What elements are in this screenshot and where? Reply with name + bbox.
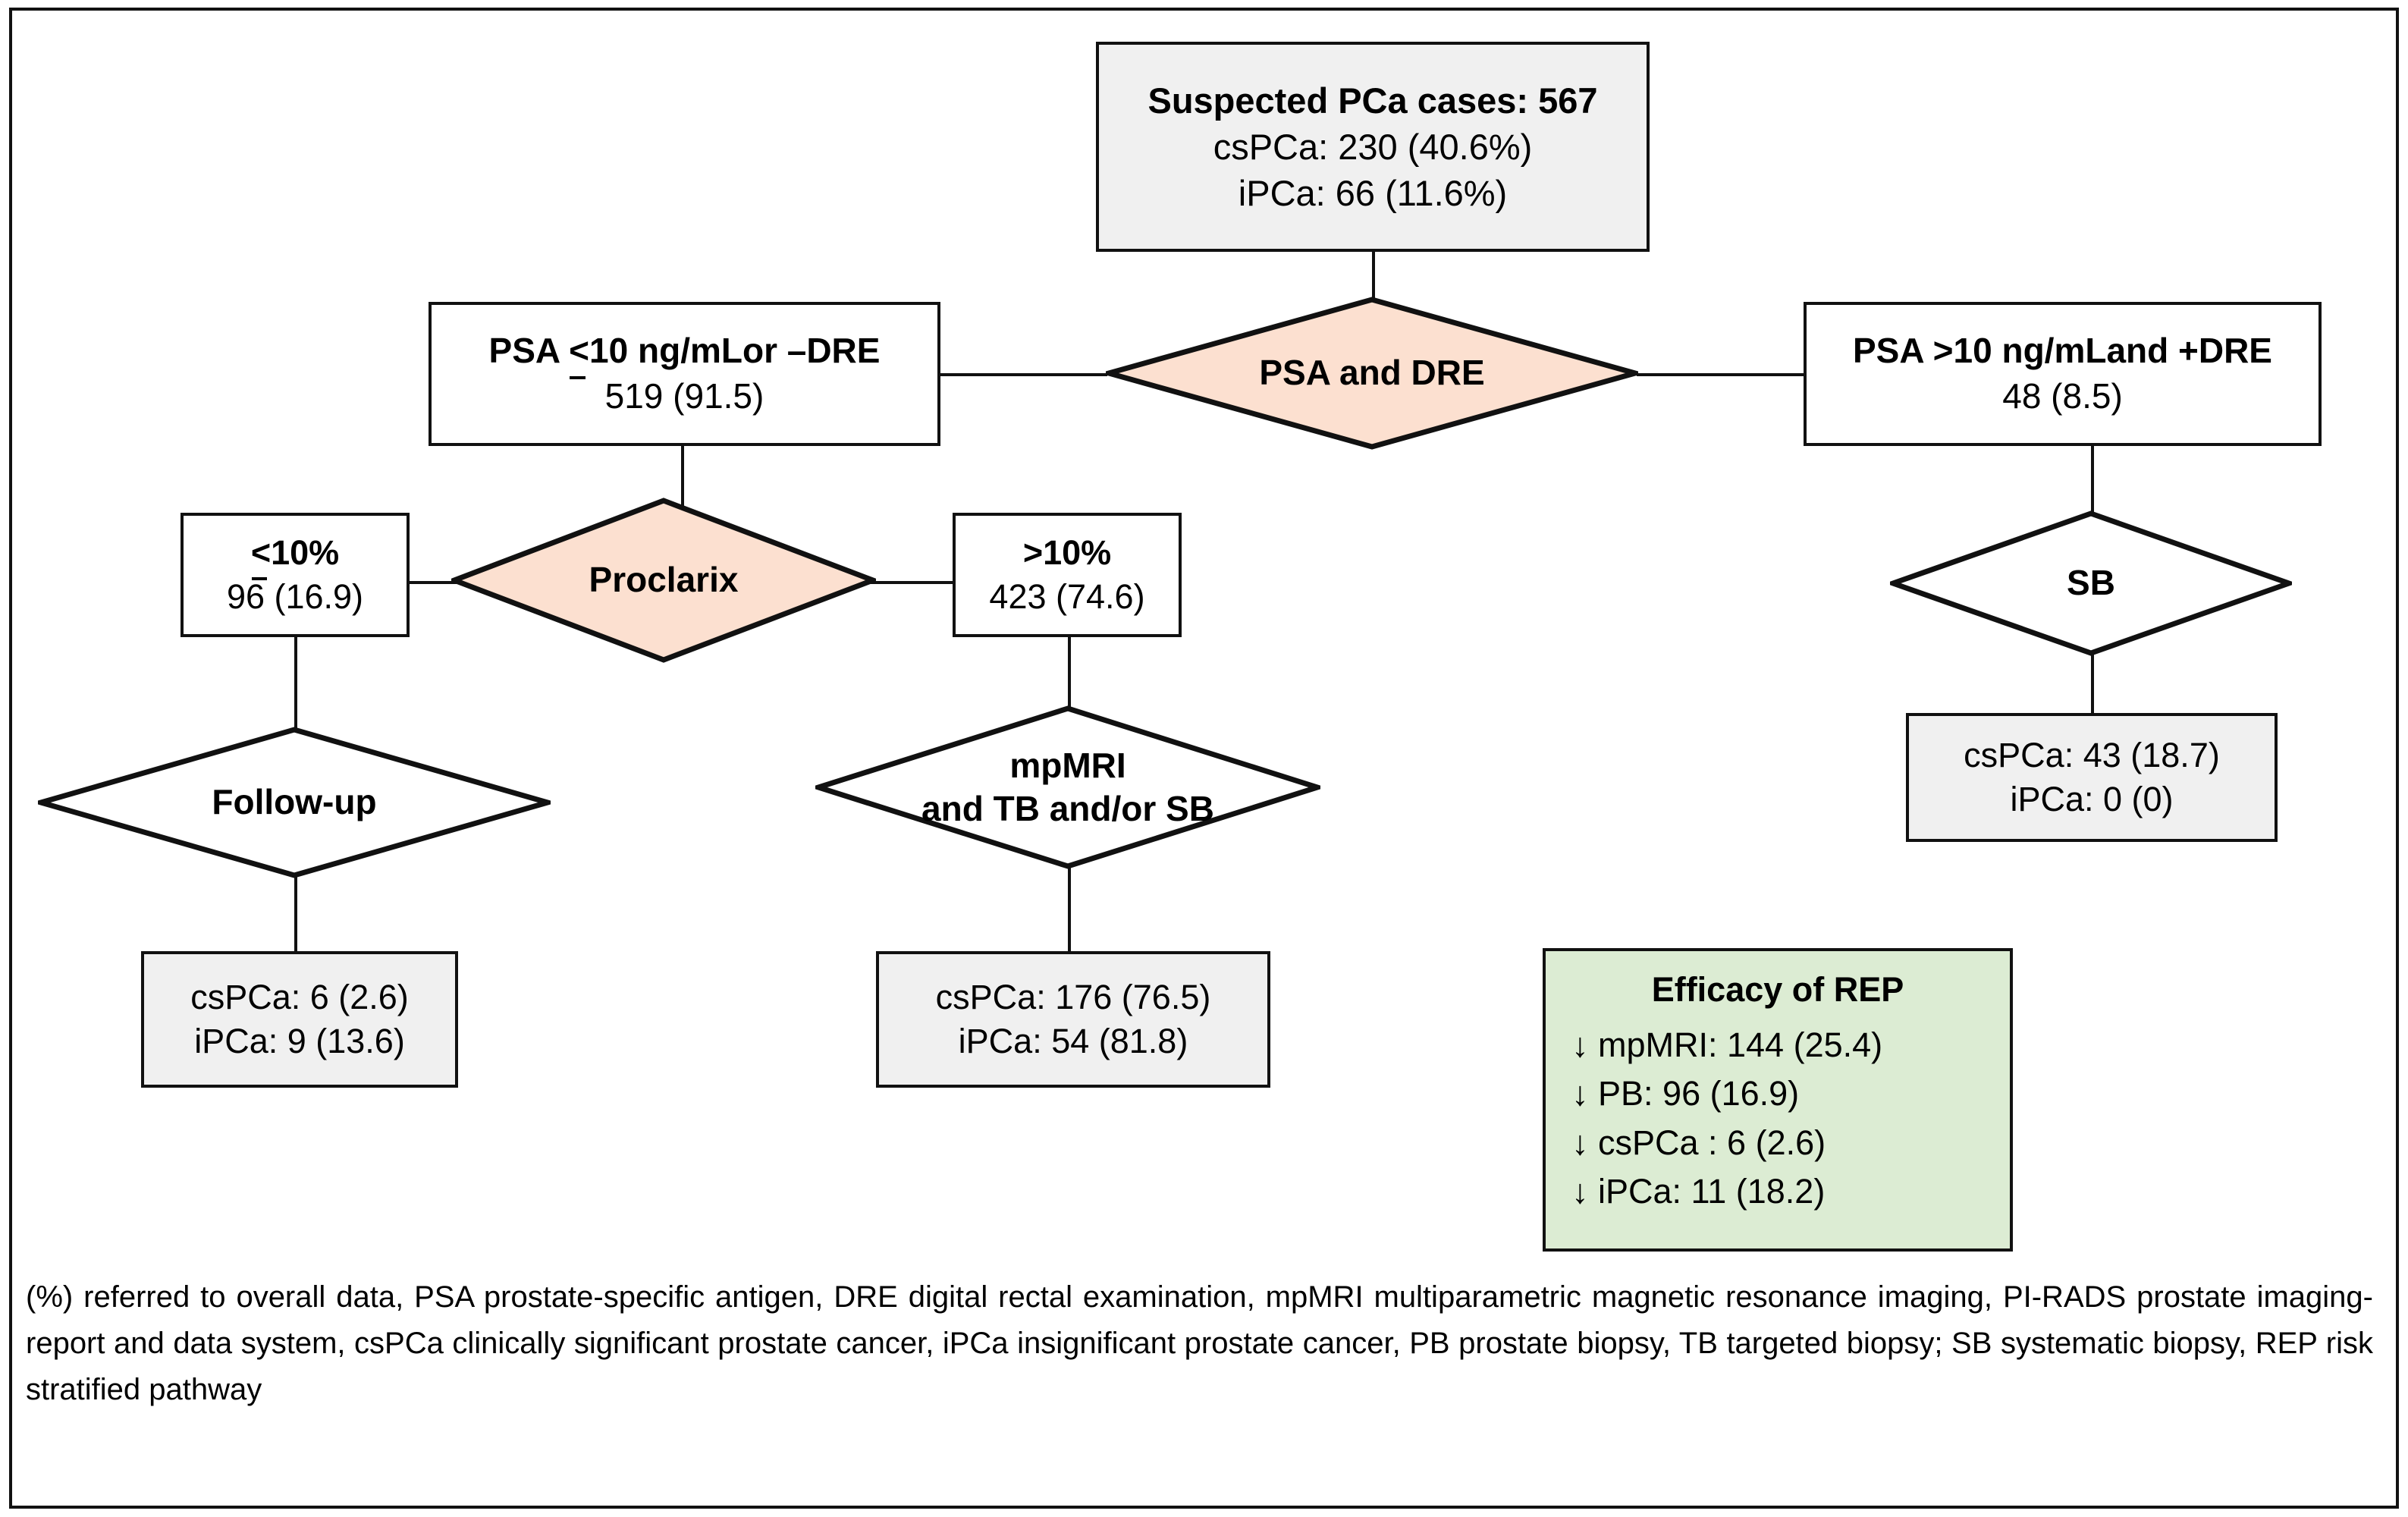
risk-high-title: >10% xyxy=(1022,532,1112,572)
connector-proclarix-to-riskhigh xyxy=(871,581,954,584)
diamond-shape xyxy=(1106,297,1638,450)
node-suspected-cases: Suspected PCa cases: 567 csPCa: 230 (40.… xyxy=(1096,42,1650,252)
decision-proclarix: Proclarix xyxy=(451,498,876,663)
decision-psa-and-dre: PSA and DRE xyxy=(1106,297,1638,450)
sb-result-ipca: iPCa: 0 (0) xyxy=(2010,780,2174,818)
sb-label: SB xyxy=(2067,563,2115,603)
node-risk-low: <10% 96 (16.9) xyxy=(181,513,410,637)
connector-risklow-to-followup xyxy=(294,637,297,730)
connector-riskhigh-to-mpmri xyxy=(1068,637,1071,730)
efficacy-list: ↓ mpMRI: 144 (25.4) ↓ PB: 96 (16.9) ↓ cs… xyxy=(1546,1019,2010,1219)
mpmri-label: mpMRI and TB and/or SB xyxy=(921,745,1214,829)
suspected-cspca: csPCa: 230 (40.6%) xyxy=(1213,126,1533,167)
psa-low-value: 519 (91.5) xyxy=(604,376,764,416)
connector-mpmri-to-result xyxy=(1068,866,1071,953)
node-efficacy-of-rep: Efficacy of REP ↓ mpMRI: 144 (25.4) ↓ PB… xyxy=(1543,948,2013,1252)
node-followup-result: csPCa: 6 (2.6) iPCa: 9 (13.6) xyxy=(141,951,458,1088)
node-risk-high: >10% 423 (74.6) xyxy=(953,513,1182,637)
decision-follow-up: Follow-up xyxy=(38,727,551,878)
diamond-shape xyxy=(38,727,551,878)
connector-psadre-to-psalow xyxy=(939,373,1107,376)
connector-sb-to-sbresult xyxy=(2091,652,2094,715)
efficacy-item-ipca: ↓ iPCa: 11 (18.2) xyxy=(1571,1172,1826,1211)
psa-high-value: 48 (8.5) xyxy=(2002,376,2123,416)
figure-frame xyxy=(9,8,2399,1509)
less-or-equal-icon: < xyxy=(251,531,271,580)
suspected-ipca: iPCa: 66 (11.6%) xyxy=(1238,173,1508,214)
less-or-equal-icon: < xyxy=(569,328,589,380)
risk-low-title: <10% xyxy=(251,531,340,580)
node-psa-low: PSA <10 ng/mLor –DRE 519 (91.5) xyxy=(429,302,940,446)
followup-result-cspca: csPCa: 6 (2.6) xyxy=(190,977,409,1016)
decision-mpmri: mpMRI and TB and/or SB xyxy=(815,705,1320,869)
psa-and-dre-label: PSA and DRE xyxy=(1259,353,1485,393)
efficacy-item-cspca: ↓ csPCa : 6 (2.6) xyxy=(1571,1123,1826,1162)
followup-result-ipca: iPCa: 9 (13.6) xyxy=(194,1022,405,1060)
sb-result-cspca: csPCa: 43 (18.7) xyxy=(1964,735,2220,774)
connector-psahigh-to-sb xyxy=(2091,444,2094,514)
suspected-title: Suspected PCa cases: 567 xyxy=(1147,80,1598,121)
psa-low-title-post: 10 ng/mLor –DRE xyxy=(589,331,881,371)
risk-low-value: 96 (16.9) xyxy=(226,577,364,616)
psa-low-title-pre: PSA xyxy=(488,331,570,371)
figure-legend: (%) referred to overall data, PSA prosta… xyxy=(26,1280,2373,1406)
proclarix-label: Proclarix xyxy=(589,560,739,600)
efficacy-title: Efficacy of REP xyxy=(1651,970,1904,1009)
risk-low-title-post: 10% xyxy=(271,532,340,572)
risk-high-value: 423 (74.6) xyxy=(989,577,1145,616)
connector-suspected-to-psadre xyxy=(1372,250,1375,298)
mpmri-result-cspca: csPCa: 176 (76.5) xyxy=(935,977,1211,1016)
diamond-shape xyxy=(451,498,876,663)
diamond-shape xyxy=(1890,510,2292,656)
node-psa-high: PSA >10 ng/mLand +DRE 48 (8.5) xyxy=(1804,302,2322,446)
efficacy-item-mpmri: ↓ mpMRI: 144 (25.4) xyxy=(1571,1025,1883,1064)
connector-proclarix-to-risklow xyxy=(408,581,491,584)
decision-sb: SB xyxy=(1890,510,2292,656)
psa-low-title: PSA <10 ng/mLor –DRE xyxy=(488,328,881,380)
efficacy-item-pb: ↓ PB: 96 (16.9) xyxy=(1571,1074,1800,1113)
node-mpmri-result: csPCa: 176 (76.5) iPCa: 54 (81.8) xyxy=(876,951,1270,1088)
psa-high-title: PSA >10 ng/mLand +DRE xyxy=(1853,331,2272,371)
node-sb-result: csPCa: 43 (18.7) iPCa: 0 (0) xyxy=(1906,713,2278,842)
connector-psadre-to-psahigh xyxy=(1637,373,1805,376)
connector-followup-to-result xyxy=(294,854,297,953)
mpmri-result-ipca: iPCa: 54 (81.8) xyxy=(958,1022,1188,1060)
diamond-shape xyxy=(815,705,1320,869)
connector-psalow-to-proclarix xyxy=(681,444,684,514)
follow-up-label: Follow-up xyxy=(212,782,377,822)
